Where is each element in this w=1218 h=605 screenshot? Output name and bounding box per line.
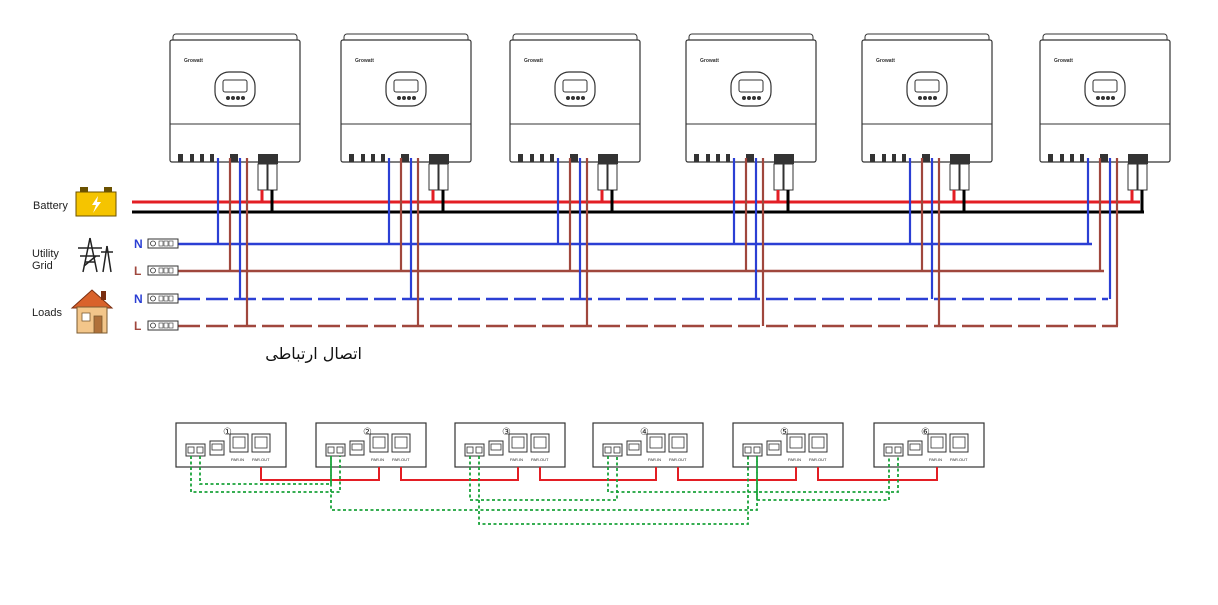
house-icon [70,289,114,334]
grid-neutral-label: N [134,237,143,251]
inverter-brand-label: Growatt [524,58,543,64]
comm-unit-number: ① [223,427,232,438]
par-in-label: PAR.IN [648,457,661,462]
current-share-cable [756,456,890,501]
par-in-label: PAR.IN [371,457,384,462]
par-out-label: PAR.OUT [809,457,827,462]
par-out-label: PAR.OUT [392,457,410,462]
par-out-label: PAR.OUT [669,457,687,462]
comm-unit-number: ② [363,427,372,438]
inverter-drop-group [908,158,970,326]
inverter-brand-label: Growatt [876,58,895,64]
par-out-label: PAR.OUT [950,457,968,462]
current-share-cable [469,456,618,501]
inverter-drop-group [387,158,449,326]
grid-line-label: L [134,264,141,278]
load-line-label: L [134,319,141,333]
bus-lines [132,200,1144,328]
inverter-drop-group [732,158,794,326]
load-line-terminal [147,320,179,331]
parallel-cable [677,467,797,481]
battery-label: Battery [33,200,68,212]
grid-neutral-terminal [147,238,179,249]
inverter-brand-label: Growatt [1054,58,1073,64]
par-in-label: PAR.IN [510,457,523,462]
inverter-brand-label: Growatt [184,58,203,64]
par-in-label: PAR.IN [929,457,942,462]
inverter-unit: Growatt [1039,33,1171,165]
communication-wiring: ① PAR.IN PAR.OUT ② PAR.IN PAR.OUT ③ PAR.IN PAR.O… [175,422,985,525]
battery-icon [75,187,117,217]
parallel-cable [539,467,657,481]
par-in-label: PAR.IN [788,457,801,462]
parallel-cable [400,467,519,481]
inverter-unit: Growatt [685,33,817,165]
comm-unit-number: ⑥ [921,427,930,438]
inverter-unit: Growatt [861,33,993,165]
grid-line-terminal [147,265,179,276]
inverter-drop-group [216,158,278,326]
current-share-cable [190,456,341,493]
comm-board: ④ PAR.IN PAR.OUT [592,422,704,468]
load-neutral-label: N [134,292,143,306]
comm-board: ⑥ PAR.IN PAR.OUT [873,422,985,468]
comm-board: ③ PAR.IN PAR.OUT [454,422,566,468]
inverter-row: Growatt Growatt Growatt Growatt Growatt Growa… [169,33,1171,165]
comm-board: ② PAR.IN PAR.OUT [315,422,427,468]
inverter-brand-label: Growatt [700,58,719,64]
comm-unit-number: ④ [640,427,649,438]
comm-unit-number: ⑤ [780,427,789,438]
inverter-drops [216,158,1148,326]
inverter-drop-group [556,158,618,326]
par-in-label: PAR.IN [231,457,244,462]
comm-unit-number: ③ [502,427,511,438]
parallel-cable [260,467,380,481]
inverter-drop-group [1086,158,1148,326]
current-share-cable [607,456,899,493]
inverter-unit: Growatt [169,33,301,165]
loads-label: Loads [32,307,62,319]
par-out-label: PAR.OUT [531,457,549,462]
current-share-cable [478,456,749,525]
comm-board: ① PAR.IN PAR.OUT [175,422,287,468]
communication-title: اتصال ارتباطی [265,344,362,363]
parallel-cable [817,467,938,481]
load-neutral-terminal [147,293,179,304]
inverter-unit: Growatt [509,33,641,165]
current-share-cable [330,456,758,511]
par-out-label: PAR.OUT [252,457,270,462]
inverter-brand-label: Growatt [355,58,374,64]
utility-tower-icon [78,237,113,273]
inverter-unit: Growatt [340,33,472,165]
comm-board: ⑤ PAR.IN PAR.OUT [732,422,844,468]
